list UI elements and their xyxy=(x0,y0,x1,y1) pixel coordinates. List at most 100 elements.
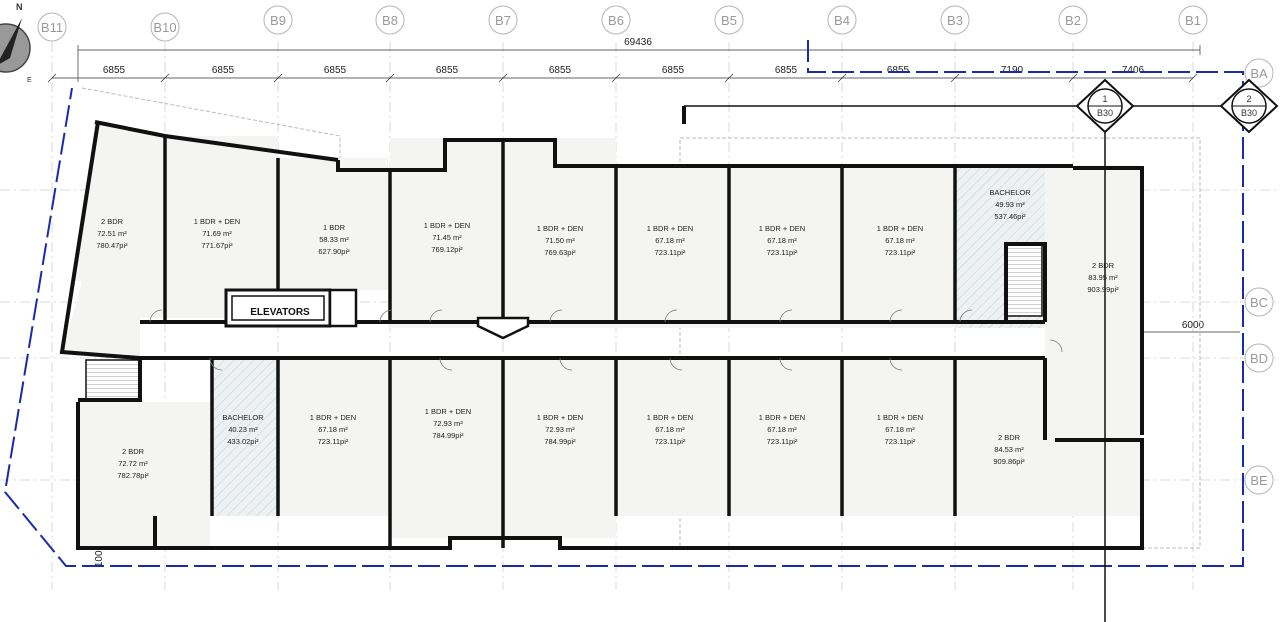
grid-label-row: BD xyxy=(1250,351,1268,366)
unit-sqft: 782.78pi² xyxy=(117,471,149,480)
bay-dimension: 6855 xyxy=(103,65,126,76)
column-grid-labels: B11 B10 B9 B8 B7 B6 B5 B4 B3 B2 B1 xyxy=(37,5,1208,42)
section-marker-1: 1 B30 xyxy=(1075,78,1135,134)
unit-label: 1 BDR + DEN 72.93 m² 784.99pi² xyxy=(537,413,583,446)
unit-sqm: 72.72 m² xyxy=(118,459,148,468)
grid-label-row: BA xyxy=(1250,66,1268,81)
unit-sqft: 537.46pi² xyxy=(994,212,1026,221)
unit-sqm: 71.45 m² xyxy=(432,233,462,242)
unit-label: 1 BDR + DEN 67.18 m² 723.11pi² xyxy=(877,224,923,257)
unit-sqm: 71.69 m² xyxy=(202,229,232,238)
unit-type: 1 BDR + DEN xyxy=(877,413,923,422)
grid-label-row: BC xyxy=(1250,295,1268,310)
row-grid-labels: BA BC BD BE xyxy=(1244,58,1274,495)
section-sheet: B30 xyxy=(1241,108,1257,118)
unit-label: 2 BDR 83.95 m² 903.99pi² xyxy=(1087,261,1119,294)
unit-label: 1 BDR + DEN 67.18 m² 723.11pi² xyxy=(310,413,356,446)
unit-sqm: 40.23 m² xyxy=(228,425,258,434)
grid-label-col: B11 xyxy=(41,20,63,35)
unit-type: BACHELOR xyxy=(222,413,264,422)
unit-type: BACHELOR xyxy=(989,188,1031,197)
unit-type: 2 BDR xyxy=(122,447,145,456)
bay-dimension: 6855 xyxy=(662,65,685,76)
unit-label: 1 BDR + DEN 71.69 m² 771.67pi² xyxy=(194,217,240,250)
section-number: 2 xyxy=(1246,94,1251,104)
unit-label: BACHELOR 40.23 m² 433.02pi² xyxy=(222,413,264,446)
grid-label-col: B1 xyxy=(1185,13,1201,28)
unit-sqm: 67.18 m² xyxy=(885,236,915,245)
grid-label-row: BE xyxy=(1250,473,1268,488)
unit-sqm: 67.18 m² xyxy=(318,425,348,434)
unit-label: 1 BDR + DEN 71.50 m² 769.63pi² xyxy=(537,224,583,257)
grid-label-col: B7 xyxy=(495,13,511,28)
unit-type: 2 BDR xyxy=(1092,261,1115,270)
grid-label-col: B5 xyxy=(721,13,737,28)
overall-dimension: 69436 xyxy=(624,37,652,48)
unit-type: 1 BDR + DEN xyxy=(647,224,693,233)
unit-fills xyxy=(62,122,1140,547)
unit-sqm: 67.18 m² xyxy=(767,236,797,245)
unit-sqft: 723.11pi² xyxy=(767,248,798,257)
left-dimension: 1000 xyxy=(94,544,105,567)
unit-sqft: 784.99pi² xyxy=(544,437,576,446)
unit-type: 1 BDR + DEN xyxy=(424,221,470,230)
property-line xyxy=(3,40,1244,567)
unit-label: 2 BDR 84.53 m² 909.86pi² xyxy=(993,433,1025,466)
door-swings xyxy=(149,309,1063,371)
dimension-lines xyxy=(47,45,1240,333)
unit-sqft: 627.90pi² xyxy=(318,247,350,256)
unit-sqft: 903.99pi² xyxy=(1087,285,1119,294)
unit-label: 1 BDR + DEN 67.18 m² 723.11pi² xyxy=(759,413,805,446)
unit-label: 2 BDR 72.72 m² 782.78pi² xyxy=(117,447,149,480)
unit-label: 1 BDR + DEN 67.18 m² 723.11pi² xyxy=(647,224,693,257)
grid-label-col: B2 xyxy=(1065,13,1081,28)
unit-type: 2 BDR xyxy=(998,433,1021,442)
unit-sqm: 67.18 m² xyxy=(767,425,797,434)
bay-dimension: 7190 xyxy=(1001,65,1024,76)
unit-labels-south: 2 BDR 72.72 m² 782.78pi² BACHELOR 40.23 … xyxy=(117,407,1025,480)
partition-walls xyxy=(163,136,957,548)
unit-sqft: 723.11pi² xyxy=(885,437,916,446)
unit-sqm: 72.93 m² xyxy=(433,419,463,428)
bay-dimension: 6855 xyxy=(436,65,459,76)
grid-label-col: B10 xyxy=(153,20,176,35)
bay-dimension: 7406 xyxy=(1122,65,1145,76)
unit-sqm: 84.53 m² xyxy=(994,445,1024,454)
unit-label: 1 BDR + DEN 67.18 m² 723.11pi² xyxy=(759,224,805,257)
unit-type: 1 BDR + DEN xyxy=(310,413,356,422)
bay-dimension: 6855 xyxy=(212,65,235,76)
unit-sqm: 67.18 m² xyxy=(655,425,685,434)
dimension-labels: 69436 6855 6855 6855 6855 6855 6855 6855… xyxy=(94,37,1205,567)
grid-label-col: B6 xyxy=(608,13,624,28)
unit-sqft: 723.11pi² xyxy=(318,437,349,446)
unit-type: 2 BDR xyxy=(101,217,124,226)
grid-label-col: B3 xyxy=(947,13,963,28)
chute xyxy=(476,316,530,340)
north-label: N xyxy=(16,2,23,12)
unit-label: 1 BDR + DEN 67.18 m² 723.11pi² xyxy=(877,413,923,446)
unit-sqm: 58.33 m² xyxy=(319,235,349,244)
unit-sqft: 433.02pi² xyxy=(227,437,259,446)
bay-dimension: 6855 xyxy=(549,65,572,76)
unit-labels-north: 2 BDR 72.51 m² 780.47pi² 1 BDR + DEN 71.… xyxy=(96,188,1119,294)
unit-sqft: 723.11pi² xyxy=(655,248,686,257)
unit-sqft: 723.11pi² xyxy=(885,248,916,257)
unit-label: 2 BDR 72.51 m² 780.47pi² xyxy=(96,217,128,250)
section-line xyxy=(682,105,1260,622)
elevators-label: ELEVATORS xyxy=(250,307,310,318)
unit-sqm: 83.95 m² xyxy=(1088,273,1118,282)
unit-type: 1 BDR + DEN xyxy=(194,217,240,226)
unit-label: 1 BDR + DEN 71.45 m² 769.12pi² xyxy=(424,221,470,254)
unit-label: 1 BDR 58.33 m² 627.90pi² xyxy=(318,223,350,256)
grid-label-col: B8 xyxy=(382,13,398,28)
unit-type: 1 BDR + DEN xyxy=(877,224,923,233)
unit-type: 1 BDR + DEN xyxy=(425,407,471,416)
right-dimension: 6000 xyxy=(1182,320,1205,331)
east-label: E xyxy=(27,77,32,84)
unit-sqm: 49.93 m² xyxy=(995,200,1025,209)
bay-dimension: 6855 xyxy=(324,65,347,76)
unit-label: BACHELOR 49.93 m² 537.46pi² xyxy=(989,188,1031,221)
stair-north xyxy=(1005,243,1043,317)
unit-type: 1 BDR + DEN xyxy=(537,413,583,422)
